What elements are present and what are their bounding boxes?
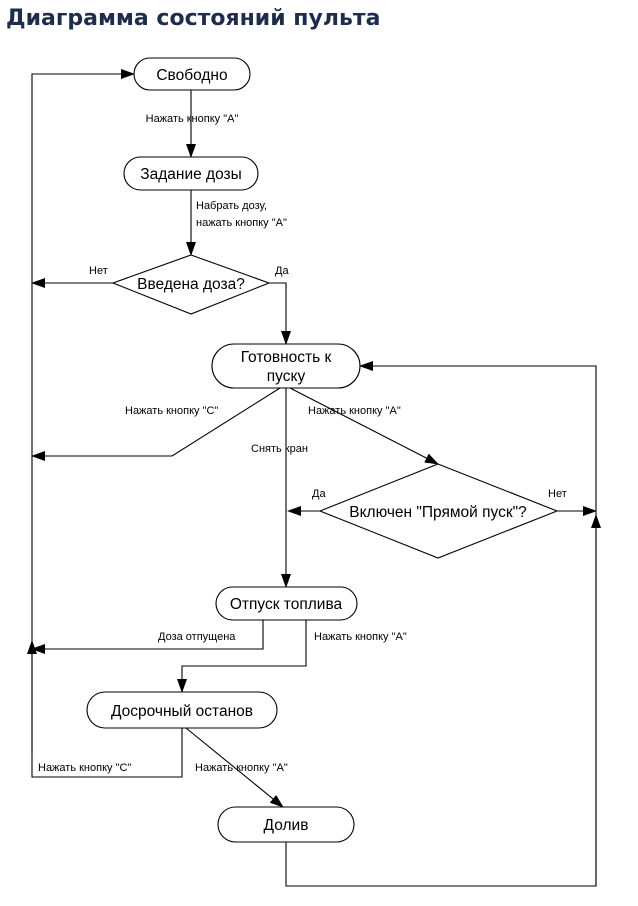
node-dose-entry: Задание дозы — [123, 156, 259, 191]
node-dose-entered-label: Введена доза? — [137, 276, 245, 293]
label-press-c-1: Нажать кнопку "C" — [125, 405, 218, 417]
edge-dose-released — [31, 618, 264, 654]
edge-ready-press-a — [289, 387, 439, 465]
edge-early-stop-press-c — [27, 640, 183, 778]
label-press-c-2: Нажать кнопку "C" — [38, 762, 131, 774]
label-press-a-3: Нажать кнопку "A" — [314, 631, 407, 643]
node-dose-entry-label: Задание дозы — [140, 166, 242, 183]
node-early-stop-label: Досрочный останов — [111, 703, 253, 720]
label-yes-2: Да — [312, 488, 326, 500]
page-title: Диаграмма состояний пульта — [6, 6, 381, 31]
label-yes-1: Да — [275, 265, 289, 277]
label-set-dose-1: Набрать дозу, — [196, 200, 267, 212]
node-free: Свободно — [133, 57, 251, 91]
node-fuel-release-label: Отпуск топлива — [230, 596, 343, 613]
label-no-1: Нет — [89, 265, 108, 277]
label-remove-nozzle: Снять кран — [251, 443, 308, 455]
edge-dose-yes — [269, 282, 291, 345]
label-no-2: Нет — [548, 488, 567, 500]
node-direct-start-decision: Включен "Прямой пуск"? — [318, 463, 559, 559]
label-press-a-4: Нажать кнопку "A" — [195, 762, 288, 774]
node-free-label: Свободно — [156, 67, 227, 84]
node-ready: Готовность к пуску — [211, 343, 361, 389]
edge-fuel-press-a — [177, 620, 307, 693]
edge-early-stop-press-a — [185, 727, 284, 808]
label-press-a-1: Нажать кнопку "A" — [146, 113, 239, 125]
label-set-dose-2: нажать кнопку "A" — [196, 217, 287, 229]
node-ready-label-1: Готовность к — [241, 349, 332, 366]
node-top-up-label: Долив — [264, 817, 309, 834]
node-ready-label-2: пуску — [267, 368, 306, 385]
edge-ready-press-c — [31, 387, 281, 461]
label-press-a-2: Нажать кнопку "A" — [308, 405, 401, 417]
node-direct-start-label: Включен "Прямой пуск"? — [349, 504, 527, 521]
node-top-up: Долив — [217, 806, 355, 843]
node-early-stop: Досрочный останов — [86, 691, 278, 729]
edge-left-bus-return — [31, 69, 135, 752]
node-fuel-release: Отпуск топлива — [215, 586, 358, 621]
label-dose-released: Доза отпущена — [158, 631, 236, 643]
node-dose-entered-decision: Введена доза? — [111, 254, 271, 315]
